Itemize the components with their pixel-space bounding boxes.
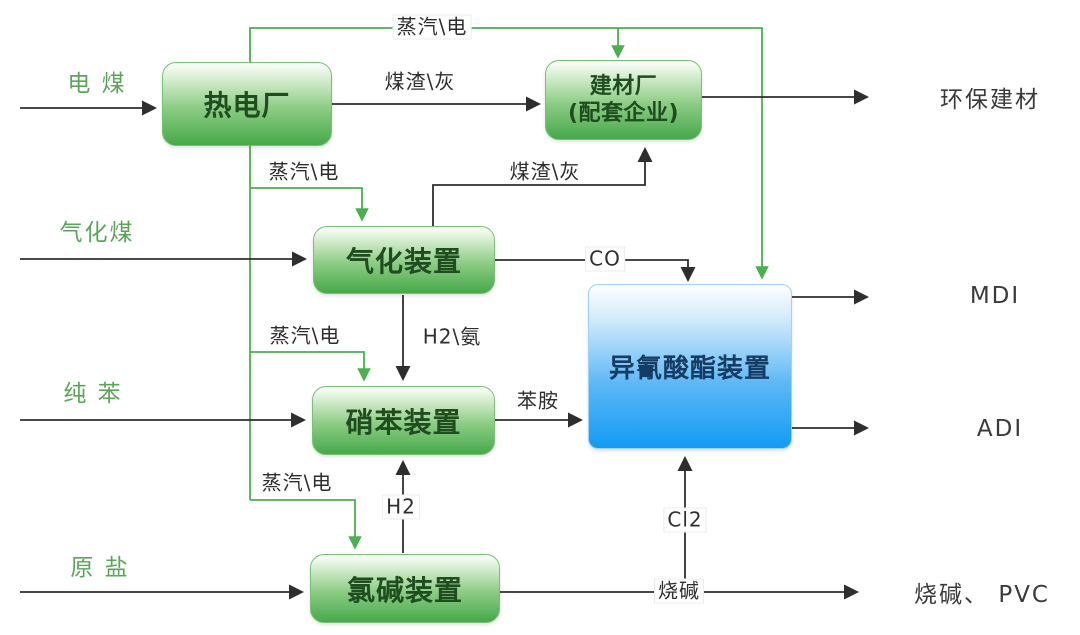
flow-label-h2-ammonia: H2\氨 xyxy=(422,324,482,349)
node-gasification-label: 气化装置 xyxy=(345,245,462,278)
flow-label-steam-power-top: 蒸汽\电 xyxy=(392,14,472,40)
flow-line-steam-to-nitrobenzene xyxy=(250,351,371,382)
flow-label-caustic-soda: 烧碱 xyxy=(654,578,704,604)
node-thermal-plant: 热电厂 xyxy=(162,62,332,146)
output-label-caustic-pvc: 烧碱、 PVC xyxy=(914,582,1050,608)
output-label-adi: ADI xyxy=(976,416,1024,442)
node-building-materials-label-line2: (配套企业) xyxy=(567,101,680,126)
flow-label-steam-power-3: 蒸汽\电 xyxy=(269,323,341,348)
node-building-materials-label-line1: 建材厂 xyxy=(589,73,658,99)
flow-label-coal-slag-ash-2: 煤渣\灰 xyxy=(509,159,581,184)
input-label-electric-coal: 电 煤 xyxy=(67,71,127,97)
node-nitrobenzene-unit: 硝苯装置 xyxy=(312,386,495,455)
flow-label-cl2: Cl2 xyxy=(663,507,707,533)
node-chloralkali-unit: 氯碱装置 xyxy=(310,554,500,623)
node-gasification-unit: 气化装置 xyxy=(313,226,495,294)
flow-label-steam-power-4: 蒸汽\电 xyxy=(261,470,333,495)
input-label-raw-salt: 原 盐 xyxy=(70,555,130,581)
node-isocyanate-unit: 异氰酸酯装置 xyxy=(588,284,792,449)
output-label-eco-building-materials: 环保建材 xyxy=(940,87,1040,113)
node-thermal-plant-label: 热电厂 xyxy=(203,89,291,122)
node-building-materials-plant: 建材厂 (配套企业) xyxy=(545,60,702,140)
flow-label-steam-power-2: 蒸汽\电 xyxy=(268,159,340,184)
flow-label-coal-slag-ash-1: 煤渣\灰 xyxy=(384,69,456,94)
flow-line-steam-to-gasification xyxy=(250,187,369,222)
input-label-gasification-coal: 气化煤 xyxy=(59,220,135,246)
input-label-pure-benzene: 纯 苯 xyxy=(63,381,123,407)
node-nitrobenzene-label: 硝苯装置 xyxy=(345,405,462,439)
output-label-mdi: MDI xyxy=(969,283,1021,309)
node-chloralkali-label: 氯碱装置 xyxy=(346,573,463,607)
flow-label-h2: H2 xyxy=(382,494,420,520)
flow-line-slag-gasification-to-building xyxy=(432,146,653,226)
flow-label-co: CO xyxy=(585,246,625,272)
flow-line-steam-top-loop xyxy=(249,27,769,280)
flow-line-steam-to-chloralkali xyxy=(250,499,362,550)
flow-label-aniline: 苯胺 xyxy=(517,388,559,413)
node-isocyanate-label: 异氰酸酯装置 xyxy=(608,354,771,384)
flow-line-co xyxy=(495,259,696,283)
